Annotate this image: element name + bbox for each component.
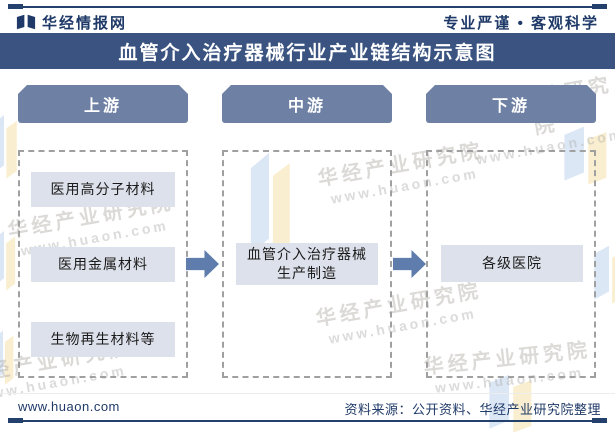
upstream-item-bio: 生物再生材料等 bbox=[31, 322, 175, 357]
item-label: 医用金属材料 bbox=[58, 256, 148, 273]
downstream-panel bbox=[426, 150, 596, 378]
right-arrow-icon bbox=[186, 250, 219, 278]
right-arrow-icon bbox=[393, 250, 426, 278]
midstream-panel bbox=[222, 150, 392, 378]
upstream-item-metal: 医用金属材料 bbox=[31, 247, 175, 282]
footer-source: 资料来源：公开资料、华经产业研究院整理 bbox=[344, 402, 601, 417]
item-label: 各级医院 bbox=[482, 255, 542, 272]
header-tagline: 专业严谨 • 客观科学 bbox=[443, 14, 599, 32]
brand-name: 华经情报网 bbox=[42, 14, 128, 32]
upstream-item-polymer: 医用高分子材料 bbox=[31, 172, 175, 207]
item-label: 医用高分子材料 bbox=[50, 181, 156, 198]
watermark-logo-icon bbox=[0, 112, 20, 180]
watermark-logo-icon bbox=[0, 328, 16, 386]
brand: 华经情报网 bbox=[16, 12, 127, 33]
column-label: 下游 bbox=[491, 98, 530, 115]
midstream-item-manufacturing: 血管介入治疗器械 生产制造 bbox=[236, 243, 378, 285]
downstream-item-hospitals: 各级医院 bbox=[441, 245, 583, 282]
top-divider bbox=[8, 4, 607, 9]
footer-site: www.huaon.com bbox=[18, 399, 120, 414]
open-book-icon bbox=[16, 14, 36, 30]
column-label: 上游 bbox=[83, 98, 122, 115]
page-title: 血管介入治疗器械行业产业链结构示意图 bbox=[118, 42, 497, 64]
header-bar: 华经情报网 专业严谨 • 客观科学 bbox=[16, 11, 599, 33]
watermark-logo-icon bbox=[0, 228, 18, 292]
footer-divider bbox=[0, 393, 615, 394]
bottom-divider bbox=[8, 418, 607, 423]
item-label: 血管介入治疗器械 生产制造 bbox=[247, 246, 367, 281]
title-bar: 血管介入治疗器械行业产业链结构示意图 bbox=[0, 33, 615, 69]
column-header-midstream: 中游 bbox=[222, 85, 392, 123]
column-label: 中游 bbox=[287, 98, 326, 115]
column-header-downstream: 下游 bbox=[426, 85, 596, 123]
column-header-upstream: 上游 bbox=[18, 85, 188, 123]
item-label: 生物再生材料等 bbox=[50, 331, 156, 348]
